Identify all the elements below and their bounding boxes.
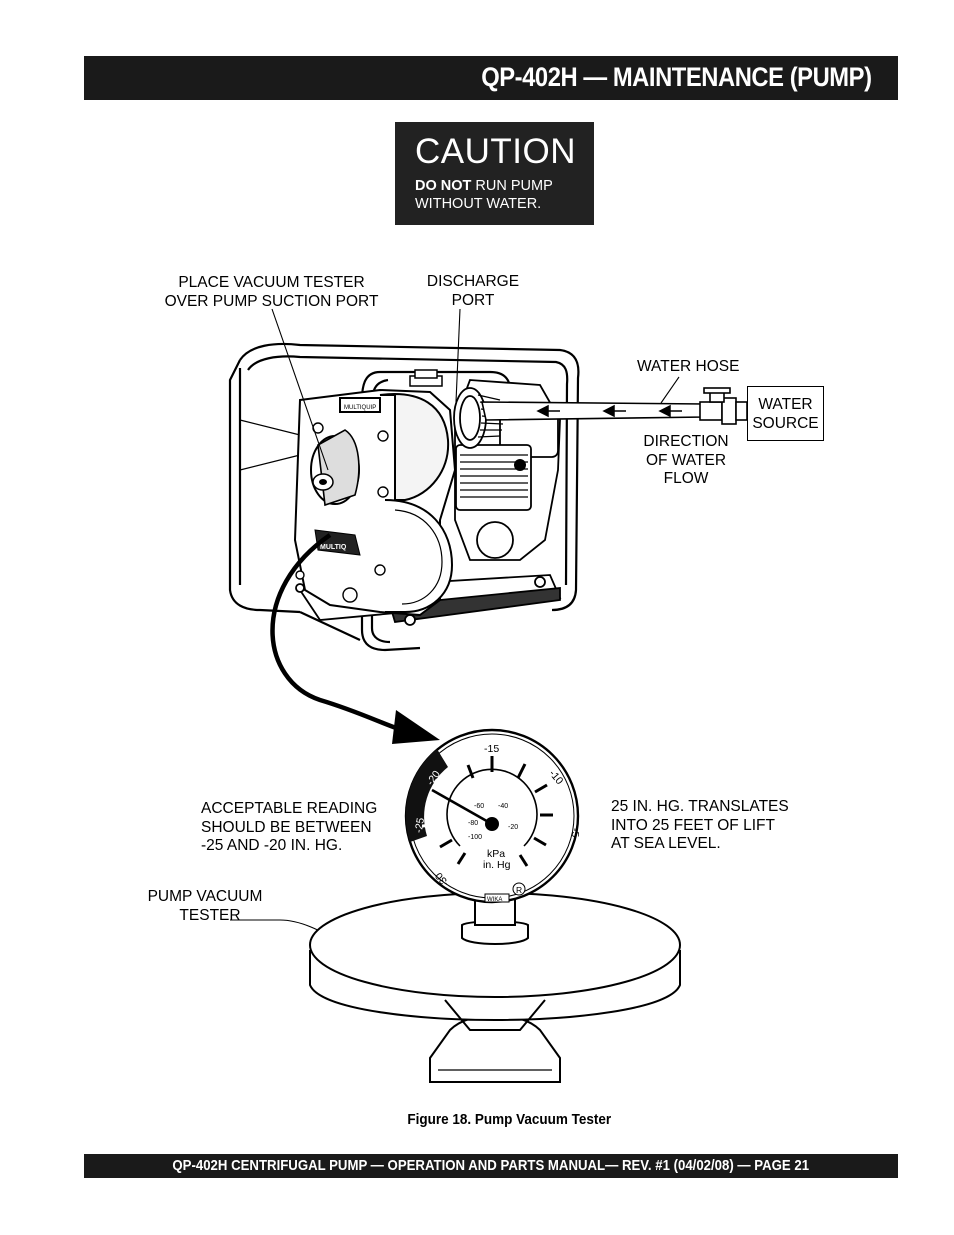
svg-text:MULTIQ: MULTIQ (320, 544, 347, 551)
tester-hose (270, 533, 403, 733)
vacuum-gauge: -15 -10 -5 -25 -20 -30 -60 -40 -80 -20 -… (404, 728, 581, 904)
footer-text: QP-402H CENTRIFUGAL PUMP — OPERATION AND… (84, 1157, 898, 1174)
gauge-tick-outer: -25 (413, 817, 427, 834)
water-valve (699, 387, 748, 425)
flow-arrows (536, 404, 682, 418)
label-pump-vacuum-tester: PUMP VACUUM TESTER (140, 888, 270, 925)
discharge-port (453, 387, 487, 449)
figure-caption: Figure 18. Pump Vacuum Tester (0, 1111, 954, 1128)
gauge-tick-inner: -80 (468, 820, 478, 827)
gauge-tick-inner: -100 (468, 834, 482, 841)
label-direction-line3: FLOW (663, 470, 709, 487)
label-direction-line1: DIRECTION (643, 433, 729, 450)
gauge-tick-inner: -20 (508, 824, 518, 831)
label-water-source-line2: SOURCE (752, 414, 819, 432)
label-acceptable-line2: SHOULD BE BETWEEN (201, 818, 372, 836)
footer-bar: QP-402H CENTRIFUGAL PUMP — OPERATION AND… (84, 1154, 898, 1178)
pump-frame (228, 342, 580, 652)
label-water-source-line1: WATER (758, 396, 813, 413)
label-vacuum-tester-line1: PLACE VACUUM TESTER (178, 274, 365, 291)
footer-text-content: QP-402H CENTRIFUGAL PUMP — OPERATION AND… (172, 1157, 810, 1174)
label-acceptable-line1: ACCEPTABLE READING (201, 800, 378, 817)
label-tester-line2: TESTER (179, 906, 241, 924)
caution-text: DO NOT RUN PUMP WITHOUT WATER. (415, 177, 553, 213)
tester-pedestal (309, 892, 681, 1083)
gauge-tick-inner: -40 (498, 803, 508, 810)
gauge-brand: WIKA (487, 897, 502, 903)
label-direction-line2: OF WATER (645, 451, 727, 469)
label-acceptable-reading: ACCEPTABLE READING SHOULD BE BETWEEN -25… (201, 800, 377, 856)
caution-box: CAUTION DO NOT RUN PUMP WITHOUT WATER. (395, 122, 594, 225)
label-translates-line1: 25 IN. HG. TRANSLATES (611, 798, 789, 815)
water-source-box (747, 386, 824, 441)
gauge-tick-outer: -5 (569, 828, 581, 837)
header-bar: QP-402H — MAINTENANCE (PUMP) (84, 56, 898, 100)
label-translates-line2: INTO 25 FEET OF LIFT (611, 816, 775, 834)
page-title: QP-402H — MAINTENANCE (PUMP) (481, 62, 873, 92)
label-vacuum-tester-line2: OVER PUMP SUCTION PORT (164, 292, 379, 310)
gauge-tick-outer: -15 (484, 743, 499, 755)
caution-bold-text: DO NOT (415, 178, 472, 194)
suction-port (310, 429, 360, 507)
label-direction-of-flow: DIRECTION OF WATER FLOW (630, 433, 742, 489)
label-translates: 25 IN. HG. TRANSLATES INTO 25 FEET OF LI… (611, 798, 789, 854)
caution-text-line1: RUN PUMP (471, 178, 553, 194)
gauge-tick-inner: -60 (474, 803, 484, 810)
label-water-source: WATER SOURCE (747, 396, 824, 433)
label-water-hose: WATER HOSE (637, 358, 740, 375)
label-vacuum-tester: PLACE VACUUM TESTER OVER PUMP SUCTION PO… (150, 274, 393, 311)
label-acceptable-line3: -25 AND -20 IN. HG. (201, 837, 343, 854)
label-discharge-line1: DISCHARGE (426, 273, 520, 290)
figure-caption-text: Figure 18. Pump Vacuum Tester (407, 1111, 612, 1128)
caution-title: CAUTION (415, 132, 576, 171)
gauge-registered-mark: R (516, 885, 522, 895)
frame-brand: MULTIQUIP (344, 405, 376, 411)
label-tester-line1: PUMP VACUUM (147, 888, 263, 905)
gauge-unit-kpa: kPa (487, 848, 505, 860)
caution-text-line2: WITHOUT WATER. (415, 196, 542, 212)
gauge-unit-inhg: in. Hg (483, 859, 511, 871)
label-translates-line3: AT SEA LEVEL. (611, 835, 721, 852)
label-discharge-line2: PORT (451, 291, 495, 309)
label-discharge-port: DISCHARGE PORT (418, 273, 528, 310)
